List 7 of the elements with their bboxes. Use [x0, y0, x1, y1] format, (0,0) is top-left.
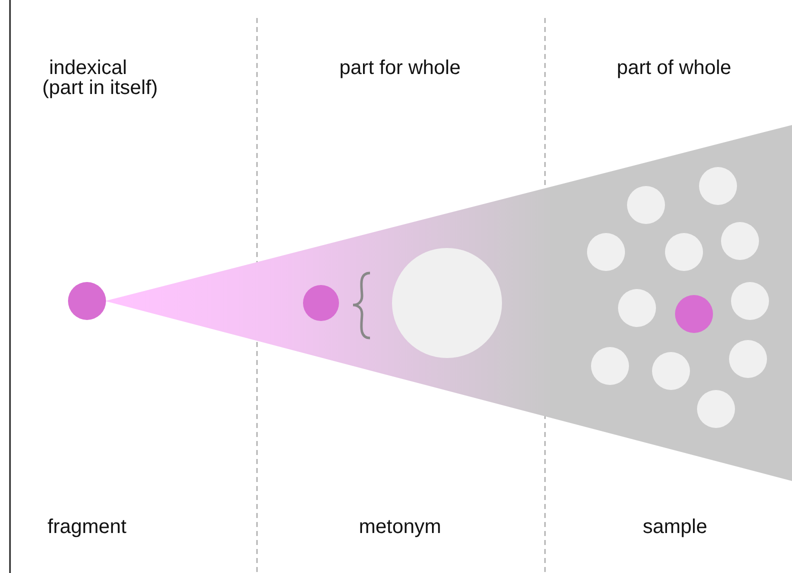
section-label: sample	[642, 517, 708, 537]
section-label: (part in itself)	[42, 78, 158, 98]
section-label: fragment	[48, 517, 126, 537]
section-label: indexical	[49, 58, 127, 78]
section-label: part of whole	[616, 58, 732, 78]
section-label: part for whole	[339, 58, 461, 78]
section-label: metonym	[358, 517, 442, 537]
